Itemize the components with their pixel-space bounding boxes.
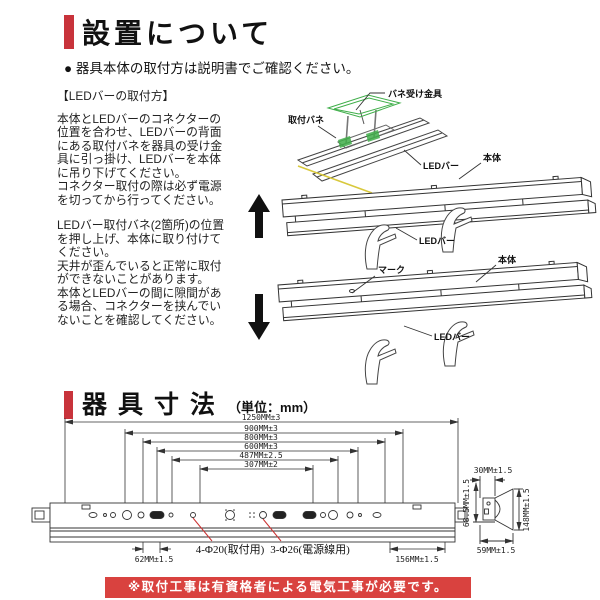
fixture-end-view xyxy=(470,476,523,544)
mount-holes-label: 4-Φ20(取付用) xyxy=(196,543,265,556)
dim-148: 148MM±1.5 xyxy=(522,488,531,532)
spring-clip-right xyxy=(366,130,380,142)
spring-clip-left xyxy=(338,136,352,148)
dim-30: 30MM±1.5 xyxy=(474,466,513,475)
down-arrow-icon xyxy=(248,294,270,340)
offset-dimensions xyxy=(132,542,446,553)
dim-800: 800MM±3 xyxy=(244,433,278,442)
assembly-detail-drawing xyxy=(296,94,449,194)
install-paragraph-1: 本体とLEDバーのコネクターの 位置を合わせ、LEDバーの背面 にある取付バネを… xyxy=(57,111,223,207)
power-holes-label: 3-Φ26(電源線用) xyxy=(270,542,350,556)
fixture-drawing-bottom xyxy=(277,258,593,385)
up-arrow-icon xyxy=(248,194,270,238)
fixture-top-view xyxy=(31,502,468,543)
warning-banner: ※取付工事は有資格者による電気工事が必要です。 xyxy=(105,577,471,598)
hole-leader-lines xyxy=(192,517,282,542)
instruction-column: 【LEDバーの取付方】 本体とLEDバーのコネクターの 位置を合わせ、LEDバー… xyxy=(57,89,271,327)
dim-307: 307MM±2 xyxy=(244,460,278,469)
section1-accent-bar xyxy=(64,15,74,49)
dimension-drawing: 1250MM±3 900MM±3 800MM±3 600MM±3 487MM±2… xyxy=(31,413,531,564)
spring-bracket-label: バネ受け金具 xyxy=(388,88,442,99)
step-arrows xyxy=(248,194,270,340)
led-bar-label-a: LEDバー xyxy=(423,161,459,171)
section1-title: 設置について xyxy=(82,18,274,49)
fixture-drawing-top xyxy=(281,173,597,270)
yellow-edge-line xyxy=(297,165,373,194)
section2-accent-bar xyxy=(64,391,73,419)
body-label-a: 本体 xyxy=(483,152,502,163)
dim-1250: 1250MM±3 xyxy=(242,413,281,422)
length-dimension-lines xyxy=(64,418,459,503)
dim-600: 600MM±3 xyxy=(244,442,278,451)
dim-59: 59MM±1.5 xyxy=(477,546,516,555)
dim-68-5: 68.5MM±1.5 xyxy=(462,479,471,527)
spring-bracket-plate xyxy=(326,94,402,118)
section2-unit: （単位：mm） xyxy=(228,400,317,415)
section2-title: 器具寸法 xyxy=(82,391,227,419)
led-bar-label-c: LEDバー xyxy=(434,332,470,342)
mount-spring-label: 取付バネ xyxy=(288,114,324,125)
dim-487: 487MM±2.5 xyxy=(239,451,283,460)
dim-62: 62MM±1.5 xyxy=(135,555,174,564)
mark-label: マーク xyxy=(378,265,405,275)
install-subheading: 【LEDバーの取付方】 xyxy=(57,89,175,103)
dim-156: 156MM±1.5 xyxy=(395,555,439,564)
led-bar-label-b: LEDバー xyxy=(419,236,455,246)
installation-diagrams: バネ受け金具 取付バネ LEDバー 本体 LEDバー マーク 本体 LEDバー xyxy=(277,88,597,385)
section2-heading: 器具寸法 （単位：mm） xyxy=(64,391,316,419)
install-paragraph-2: LEDバー取付バネ(2箇所)の位置 を押し上げ、本体に取り付けて ください。 天… xyxy=(57,218,225,327)
section1-note: ● 器具本体の取付方は説明書でご確認ください。 xyxy=(64,61,360,76)
dim-900: 900MM±3 xyxy=(244,424,278,433)
body-label-c: 本体 xyxy=(498,254,517,265)
